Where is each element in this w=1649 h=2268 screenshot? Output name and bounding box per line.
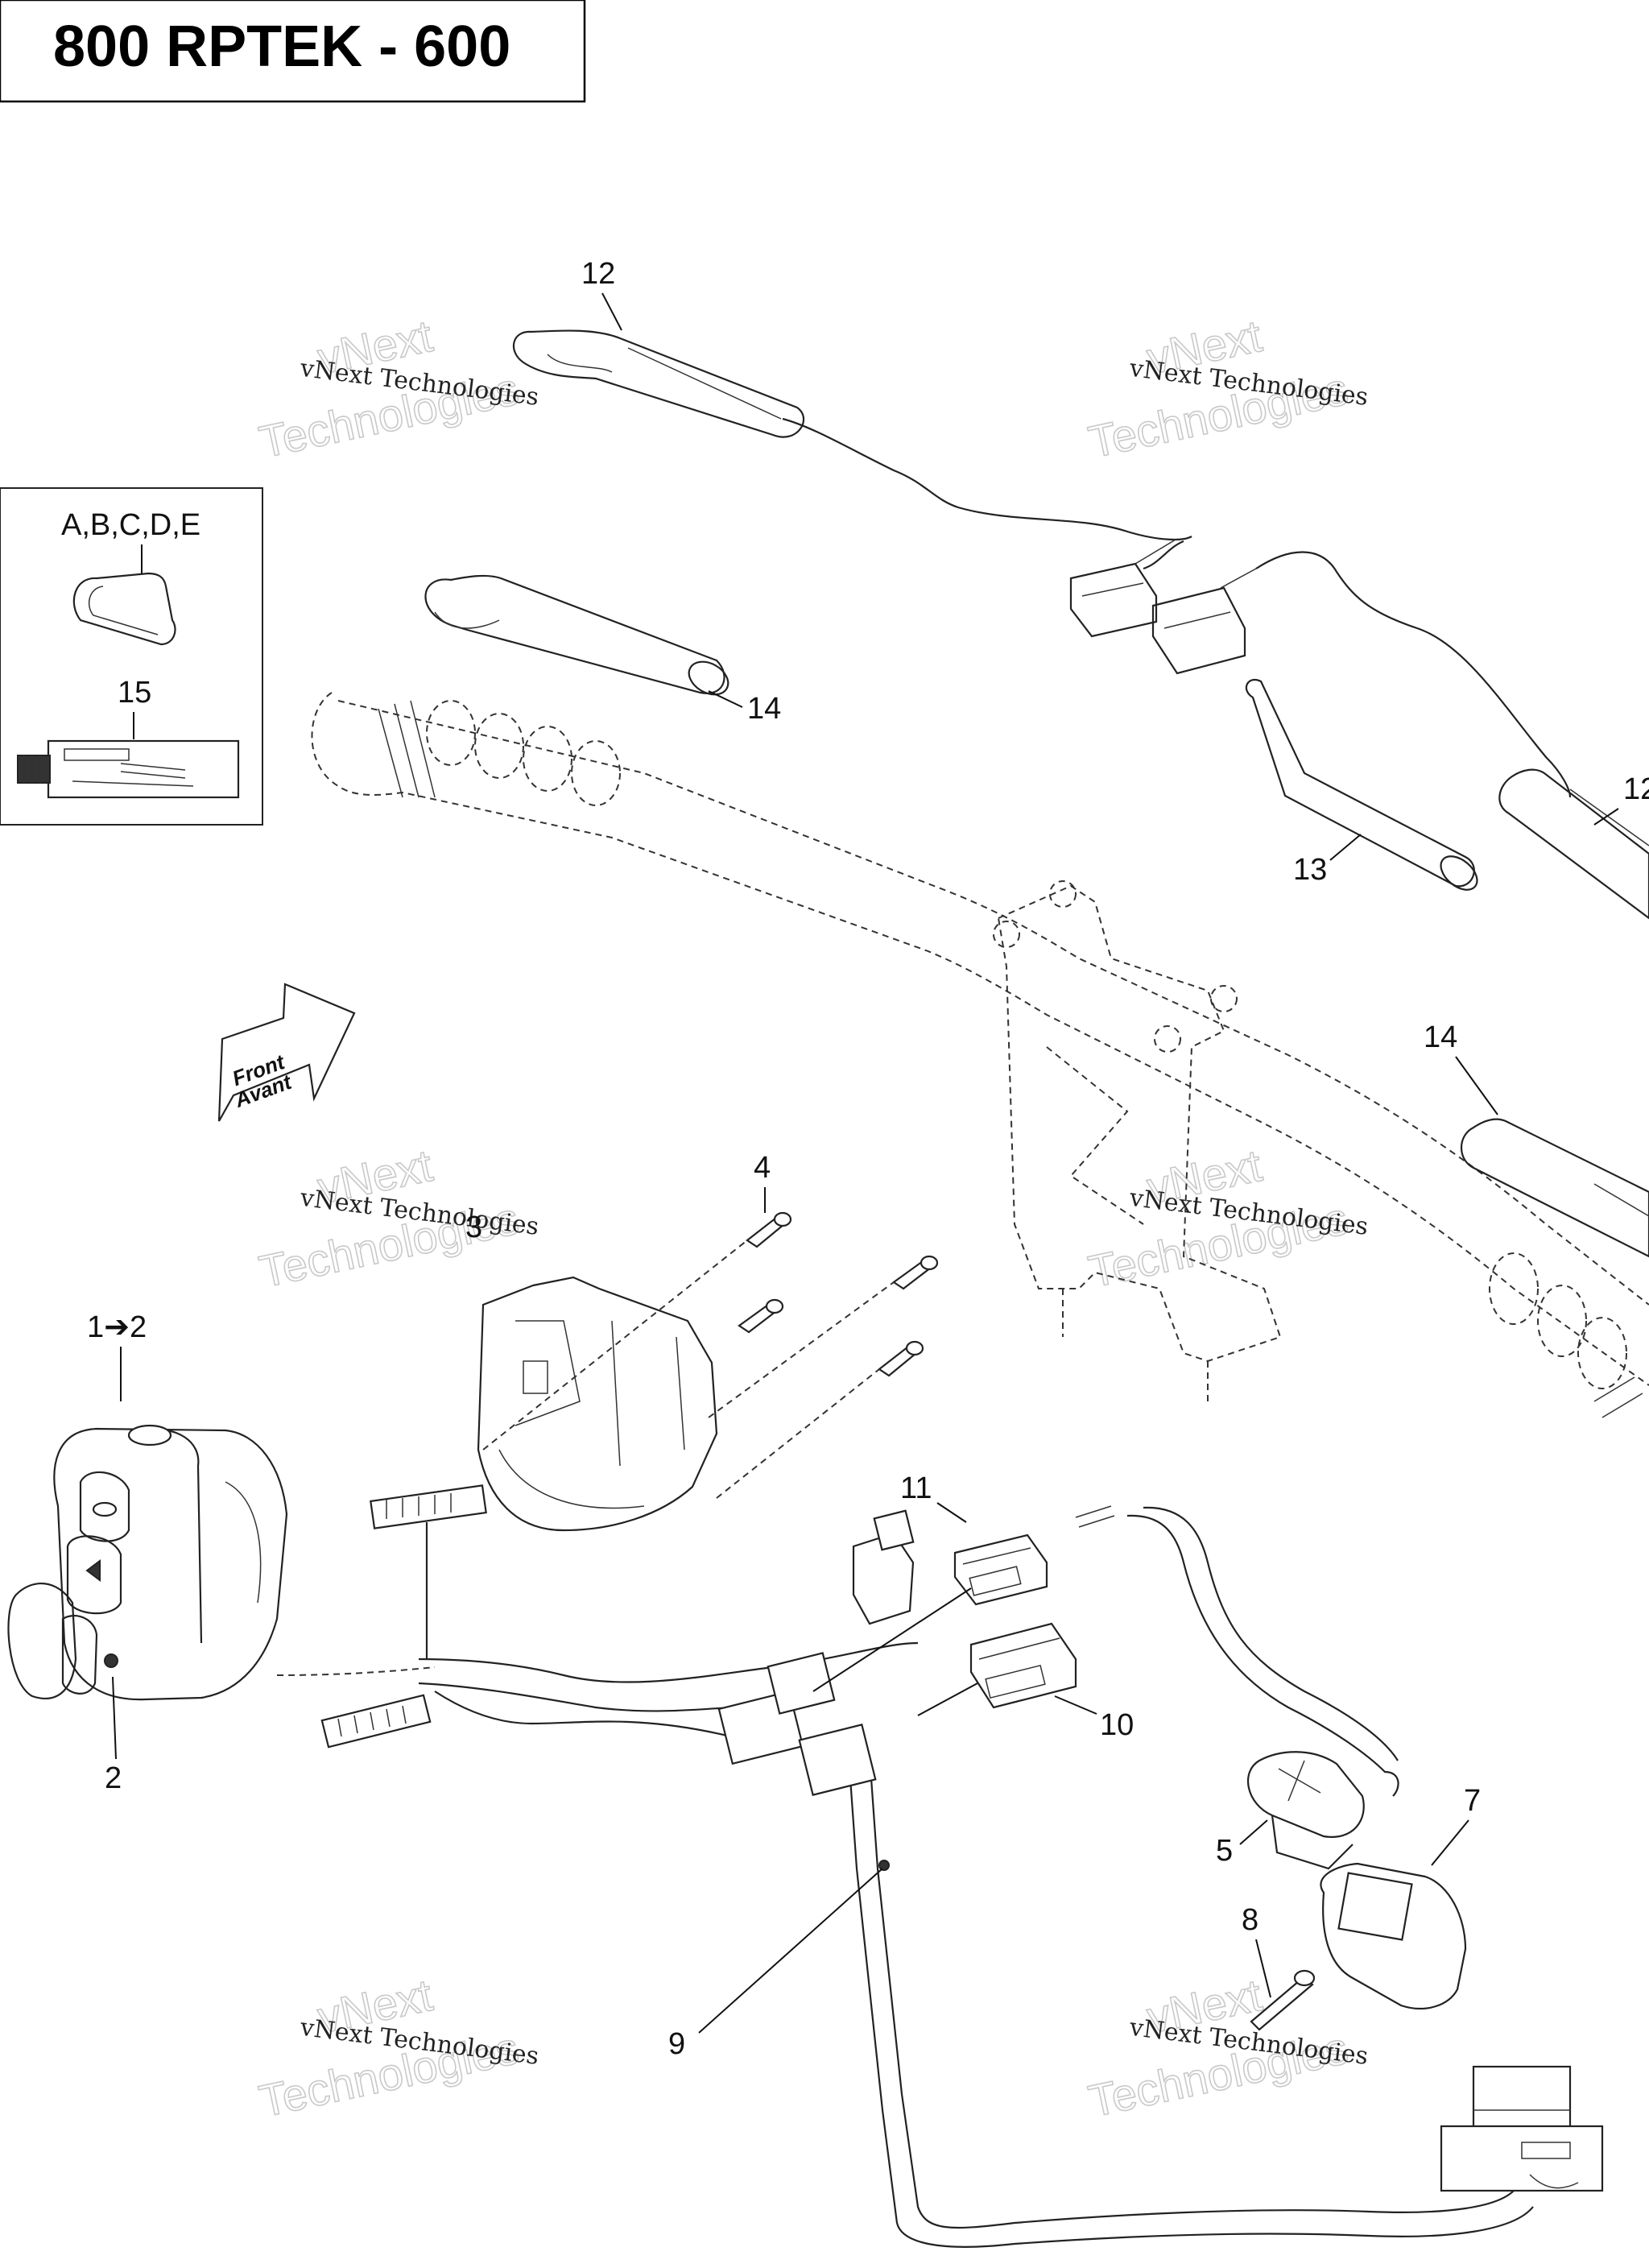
throttle-grip-top <box>424 574 729 696</box>
multi-function-switch <box>7 1424 288 1701</box>
connector-10 <box>969 1505 1115 1709</box>
switch-housing-bracket <box>477 1276 718 1532</box>
riser-clamp-outline <box>993 880 1282 1401</box>
handlebar-cross-tube <box>1245 679 1478 891</box>
watermark-top-left: vNext Technologies vNext Technologies <box>254 309 540 468</box>
callout-12-right: 12 <box>1623 772 1649 806</box>
callout-14-top: 14 <box>747 692 781 726</box>
accessory-switch-5 <box>1247 1751 1365 1870</box>
grease-tube-icon <box>17 739 240 799</box>
title-box: 800 RPTEK - 600 <box>0 0 586 103</box>
callout-7: 7 <box>1464 1784 1481 1818</box>
connector-block-bottom-right <box>1440 2065 1604 2192</box>
left-grip-pattern <box>378 700 621 806</box>
callout-13: 13 <box>1293 853 1327 887</box>
watermark-top-right: vNext Technologies vNext Technologies <box>1084 309 1370 468</box>
callout-1-2: 1➔2 <box>87 1310 147 1344</box>
right-grip-pattern <box>1489 1252 1643 1418</box>
wiring-harness <box>276 1506 1534 2248</box>
harness-connector-left-upper <box>370 1484 487 1659</box>
callout-4: 4 <box>754 1151 771 1185</box>
callout-11: 11 <box>900 1471 932 1505</box>
front-arrow-icon: Front Avant <box>217 983 356 1122</box>
watermark-bottom-left: vNext Technologies vNext Technologies <box>254 1968 540 2127</box>
tube-label: 15 <box>118 676 151 710</box>
screw-8 <box>1250 1969 1316 2031</box>
watermark-bottom-right: vNext Technologies vNext Technologies <box>1084 1968 1370 2127</box>
connector-11 <box>953 1533 1048 1606</box>
callout-5: 5 <box>1216 1834 1233 1868</box>
callout-9: 9 <box>668 2027 685 2061</box>
watermark-mid-left: vNext Technologies vNext Technologies <box>254 1139 540 1297</box>
connector-pair-upper <box>1069 539 1572 798</box>
handlebar-outline <box>311 692 1649 1418</box>
heated-grip-element-right <box>1498 768 1649 920</box>
clip-kit-icon <box>72 572 176 646</box>
callout-2: 2 <box>105 1761 122 1795</box>
page-title: 800 RPTEK - 600 <box>53 14 510 79</box>
screw-set <box>482 1211 939 1499</box>
kit-label: A,B,C,D,E <box>61 508 200 542</box>
heated-grip-element-top <box>512 329 1192 570</box>
callout-8: 8 <box>1242 1903 1258 1937</box>
switch-holder-7 <box>1320 1862 1467 2009</box>
throttle-grip-right <box>1461 1118 1649 1258</box>
callout-14-right: 14 <box>1424 1020 1457 1054</box>
callout-12-top: 12 <box>581 257 615 291</box>
watermark-mid-right: vNext Technologies vNext Technologies <box>1084 1139 1370 1297</box>
callout-3: 3 <box>465 1211 482 1244</box>
callout-10: 10 <box>1100 1708 1134 1742</box>
harness-connector-left-lower <box>320 1694 432 1749</box>
inset-box: A,B,C,D,E 15 <box>0 487 263 826</box>
